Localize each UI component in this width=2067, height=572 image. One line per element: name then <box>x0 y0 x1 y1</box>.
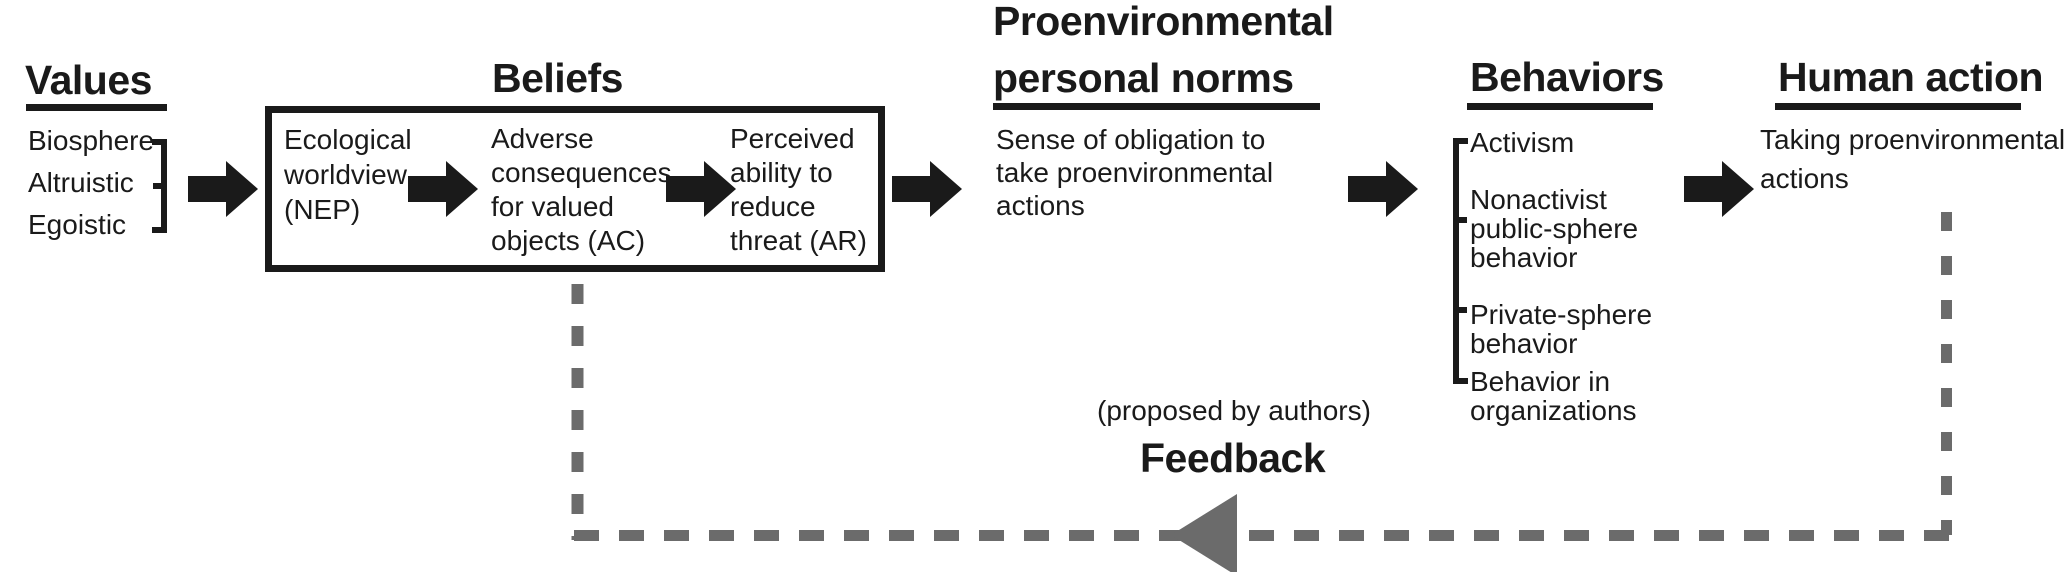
belief-step-ar: Perceived ability to reduce threat (AR) <box>730 122 867 258</box>
behaviors-heading: Behaviors <box>1470 54 1664 100</box>
values-item: Egoistic <box>28 209 127 240</box>
norms-body-line: Sense of obligation to <box>996 124 1266 155</box>
arrow-ac-to-ar-icon <box>666 161 736 217</box>
behaviors-item-line: behavior <box>1470 328 1578 359</box>
human-action-body-line: Taking proenvironmental <box>1760 124 2066 155</box>
belief-step-nep: Ecological worldview (NEP) <box>284 122 412 227</box>
human-action-body-line: actions <box>1760 163 1849 194</box>
belief-step-ac: Adverse consequences for valued objects … <box>491 122 672 258</box>
beliefs-heading: Beliefs <box>492 55 623 101</box>
norms-body-line: actions <box>996 190 1085 221</box>
belief-step-line: threat (AR) <box>730 225 867 256</box>
feedback-note: (proposed by authors) <box>1097 395 1371 426</box>
belief-step-line: Adverse <box>491 123 594 154</box>
arrow-behaviors-to-action-icon <box>1684 161 1754 217</box>
belief-step-line: reduce <box>730 191 816 222</box>
beliefs-box <box>265 106 885 272</box>
human-action-heading: Human action <box>1778 54 2044 100</box>
norms-heading-line1: Proenvironmental <box>993 0 1334 44</box>
feedback-label: Feedback <box>1140 435 1326 481</box>
belief-step-line: (NEP) <box>284 194 361 225</box>
arrow-values-to-beliefs-icon <box>188 161 258 217</box>
behaviors-item-private-sphere: Private-sphere behavior <box>1470 300 1652 358</box>
behaviors-item-line: Behavior in <box>1470 366 1611 397</box>
norms-heading-line2: personal norms <box>993 55 1294 101</box>
behaviors-bracket <box>1453 138 1468 384</box>
behaviors-item-line: behavior <box>1470 242 1578 273</box>
human-action-body: Taking proenvironmental actions <box>1760 120 2065 198</box>
values-item: Biosphere <box>28 125 155 156</box>
behaviors-item-nonactivist: Nonactivist public-sphere behavior <box>1470 185 1638 272</box>
arrow-nep-to-ac-icon <box>408 161 478 217</box>
values-bracket <box>152 139 167 233</box>
feedback-arrowhead-icon <box>1171 494 1237 572</box>
human-action-heading-underline <box>1775 103 2021 110</box>
norms-heading-underline <box>993 103 1320 110</box>
norms-body: Sense of obligation to take proenvironme… <box>996 123 1273 222</box>
belief-step-line: for valued <box>491 191 614 222</box>
arrow-norms-to-behaviors-icon <box>1348 161 1418 217</box>
values-item: Altruistic <box>28 167 134 198</box>
behaviors-item-line: Activism <box>1470 127 1575 158</box>
behaviors-item-line: Nonactivist <box>1470 184 1607 215</box>
arrow-beliefs-to-norms-icon <box>892 161 962 217</box>
norms-body-line: take proenvironmental <box>996 157 1274 188</box>
behaviors-item-activism: Activism <box>1470 128 1574 157</box>
behaviors-heading-underline <box>1467 103 1653 110</box>
behaviors-item-organizations: Behavior in organizations <box>1470 367 1637 425</box>
values-heading-underline <box>26 104 167 111</box>
behaviors-item-line: Private-sphere <box>1470 299 1653 330</box>
values-heading: Values <box>25 57 152 103</box>
belief-step-line: objects (AC) <box>491 225 646 256</box>
belief-step-line: consequences <box>491 157 672 188</box>
behaviors-item-line: organizations <box>1470 395 1637 426</box>
belief-step-line: worldview <box>284 159 407 190</box>
belief-step-line: Perceived <box>730 123 855 154</box>
behaviors-item-line: public-sphere <box>1470 213 1639 244</box>
belief-step-line: ability to <box>730 157 833 188</box>
values-list: Biosphere Altruistic Egoistic <box>28 120 154 246</box>
belief-step-line: Ecological <box>284 124 412 155</box>
